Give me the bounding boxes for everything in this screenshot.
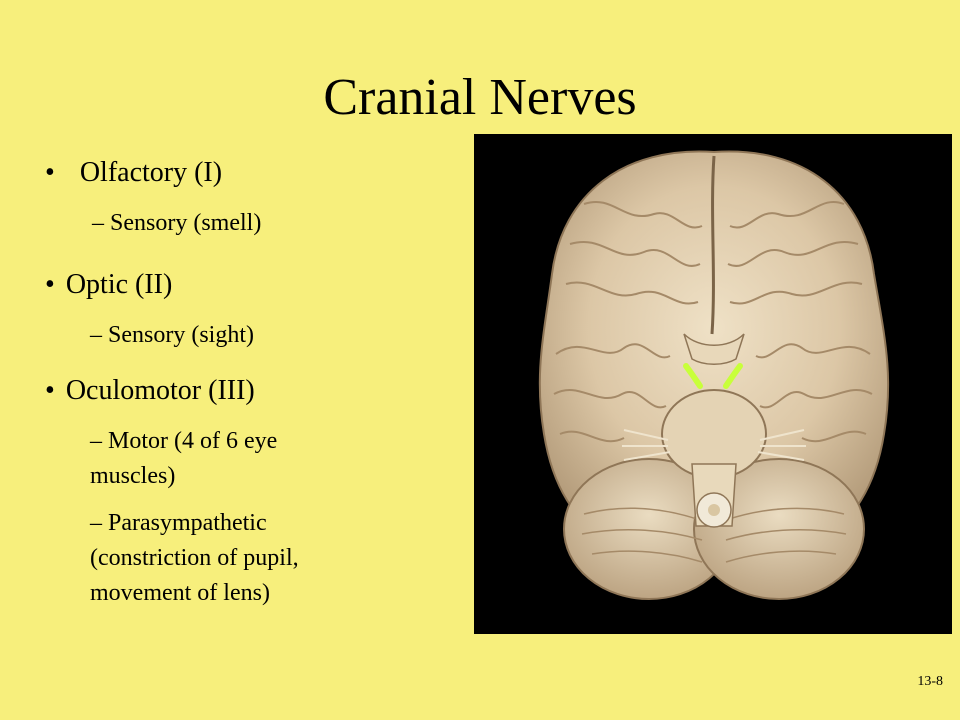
detail-optic-1: – Sensory (sight) [90, 322, 254, 348]
bullet-oculomotor: • Oculomotor (III) [45, 374, 255, 408]
slide-number: 13-8 [917, 674, 943, 689]
bullet-dot: • [45, 375, 55, 406]
bullet-optic: • Optic (II) [45, 268, 172, 302]
bullet-dot: • [45, 269, 55, 300]
bullet-dot: • [45, 157, 55, 188]
detail-olfactory-1: – Sensory (smell) [92, 210, 262, 236]
oculomotor-nerve-right [723, 363, 743, 389]
detail-oculomotor-1: – Motor (4 of 6 eye muscles) [90, 428, 278, 489]
detail-oculomotor-2: – Parasympathetic (constriction of pupil… [90, 510, 299, 606]
brain-inferior-view-photo [474, 134, 952, 634]
nerve-name-optic: Optic (II) [65, 269, 173, 300]
nerve-name-oculomotor: Oculomotor (III) [65, 375, 255, 406]
slide-title: Cranial Nerves [323, 69, 637, 126]
nerve-name-olfactory: Olfactory (I) [79, 157, 223, 188]
brain-illustration [538, 150, 890, 600]
oculomotor-nerve-left [683, 363, 703, 389]
bullet-olfactory: • Olfactory (I) [45, 156, 222, 190]
